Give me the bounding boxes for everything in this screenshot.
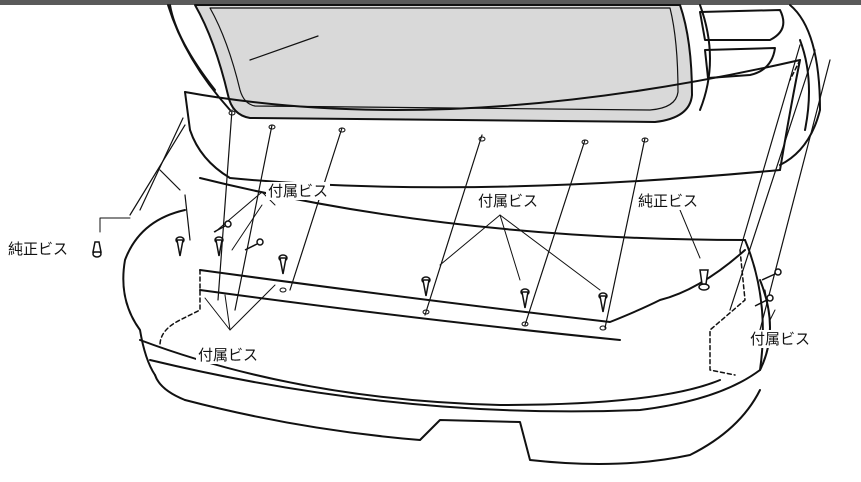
middle-panel-bottom [199, 249, 746, 323]
left-tail-light [169, 4, 216, 91]
screw-icon-2 [214, 236, 224, 257]
label-supplied-screw-right: 付属ビス [748, 330, 813, 348]
bumper-bottom [184, 389, 761, 465]
right-body-side [699, 4, 711, 111]
screw-icon-3 [278, 254, 288, 275]
screw-icon-7 [698, 269, 710, 291]
leader-lines [129, 44, 831, 331]
top-border-bar [0, 0, 861, 5]
screw-icon-1 [175, 236, 185, 257]
screw-icon-10 [761, 268, 782, 281]
screw-icon-9 [244, 238, 264, 251]
rear-glass-inner [209, 7, 679, 111]
glass-reflection [249, 35, 319, 61]
bumper-right-end [744, 239, 764, 371]
bumper-step [139, 339, 721, 406]
upper-garnish-bottom [189, 129, 781, 189]
rear-glass [194, 4, 693, 123]
upper-garnish-left-edge [184, 91, 191, 131]
callout-lines [99, 191, 776, 331]
right-tail-light-upper [699, 9, 785, 41]
screw-icon-8 [213, 220, 232, 233]
right-fender-inner [799, 39, 810, 131]
bumper-bottom-curve [154, 374, 186, 401]
screw-icon-4 [421, 276, 431, 297]
screw-icons [92, 220, 782, 313]
label-supplied-screw-top-center: 付属ビス [476, 192, 541, 210]
screw-icon-6 [598, 292, 608, 313]
bumper-left-end [122, 209, 186, 376]
screw-icon-11 [754, 294, 774, 307]
label-genuine-screw-left: 純正ビス [6, 240, 71, 258]
upper-garnish-top [184, 59, 801, 111]
label-supplied-screw-bottom-left: 付属ビス [196, 346, 261, 364]
label-supplied-screw-top-left: 付属ビス [266, 182, 331, 200]
screw-icon-5 [520, 288, 530, 309]
dashed-lines [159, 59, 801, 376]
middle-panel-lower [199, 289, 621, 341]
right-fender [779, 4, 821, 166]
hole-marks [228, 110, 649, 331]
label-genuine-screw-right: 純正ビス [636, 192, 701, 210]
upper-garnish-right-edge [779, 59, 801, 171]
screw-icon-left-label [92, 241, 102, 258]
bumper-main-lower [149, 279, 771, 413]
